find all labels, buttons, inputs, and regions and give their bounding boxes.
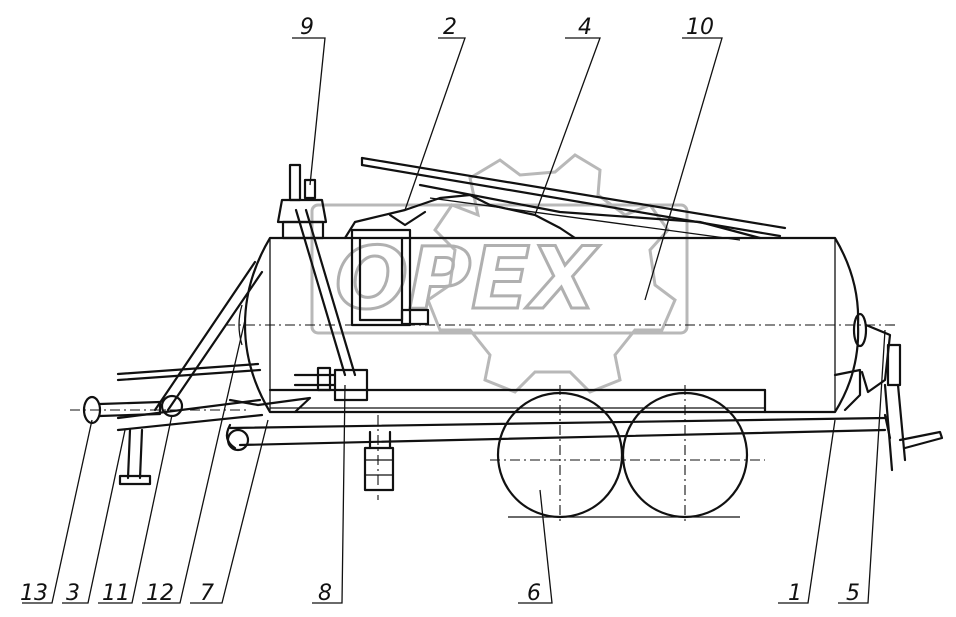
distributor-handle	[316, 366, 332, 392]
leader-11	[98, 414, 173, 604]
watermark: OPEX	[310, 153, 689, 394]
frame-rail-top	[228, 416, 887, 430]
drawbar	[82, 260, 312, 486]
callout-13: 13	[20, 581, 48, 606]
leader-10	[644, 37, 723, 301]
leader-12	[142, 319, 246, 604]
leader-2	[404, 37, 466, 211]
rear-valve-actuator	[886, 343, 902, 387]
callout-labels: 9 2 4 10 13 3 11 12 7 8 6 1 5	[20, 15, 860, 606]
support-foot	[118, 474, 152, 486]
rear-outlet	[833, 368, 862, 412]
rear-valve	[833, 312, 944, 472]
vacuum-valve	[276, 163, 328, 240]
callout-5: 5	[846, 581, 860, 606]
hose-inner-line	[429, 197, 741, 241]
callout-12: 12	[146, 581, 174, 606]
leader-9	[292, 37, 326, 186]
callout-4: 4	[578, 15, 592, 40]
frame-front-eye	[226, 428, 250, 452]
distributor	[293, 366, 369, 402]
watermark-gear	[426, 153, 677, 394]
axle-bracket	[368, 430, 392, 450]
leader-lines	[22, 37, 886, 604]
watermark-text: OPEX	[335, 229, 600, 329]
frame-rear-end	[883, 413, 892, 440]
leader-7	[190, 419, 269, 604]
hose-upper	[360, 156, 787, 230]
hose-lower	[360, 163, 782, 238]
leader-6	[518, 489, 553, 604]
callout-3: 3	[66, 581, 80, 606]
rear-valve-body	[860, 323, 892, 394]
callout-7: 7	[200, 581, 214, 606]
leader-5	[838, 329, 886, 604]
valve-stem	[288, 163, 302, 202]
distributor-body	[333, 368, 369, 402]
leader-13	[22, 419, 93, 604]
callout-11: 11	[102, 581, 130, 606]
rear-flange	[852, 312, 868, 348]
callout-6: 6	[527, 581, 541, 606]
vacuum-pipe	[294, 208, 357, 377]
suction-hose	[360, 156, 787, 241]
wheels	[496, 391, 749, 519]
hatch-plate	[400, 308, 430, 326]
callout-2: 2	[443, 15, 457, 40]
rear-handle	[898, 430, 944, 450]
leader-4	[534, 37, 601, 216]
hose-hook	[418, 183, 762, 240]
valve-body	[276, 198, 328, 224]
callout-1: 1	[788, 581, 802, 606]
valve-base	[281, 220, 325, 240]
callout-10: 10	[686, 15, 714, 40]
watermark-plate	[310, 203, 689, 335]
hatch-lock	[388, 210, 427, 227]
chassis	[225, 413, 892, 452]
drawbar-arm	[153, 260, 264, 412]
pump-body	[363, 446, 395, 492]
pump	[363, 446, 395, 492]
hatch-opening-inner	[358, 236, 404, 322]
callout-8: 8	[318, 581, 332, 606]
pump-ribs	[365, 459, 393, 476]
hatch-opening	[350, 228, 412, 327]
front-disc	[238, 304, 243, 346]
leader-1	[778, 419, 836, 604]
hitch-neck	[98, 400, 162, 418]
drawbar-lower	[116, 413, 264, 432]
distributor-pipe	[293, 373, 337, 387]
support-leg	[126, 428, 144, 480]
frame-rail-bottom	[238, 428, 887, 447]
leader-8	[312, 384, 346, 604]
leader-3	[62, 429, 126, 604]
tank-front-brace	[228, 396, 312, 414]
callout-9: 9	[300, 15, 314, 40]
tank	[243, 236, 860, 414]
